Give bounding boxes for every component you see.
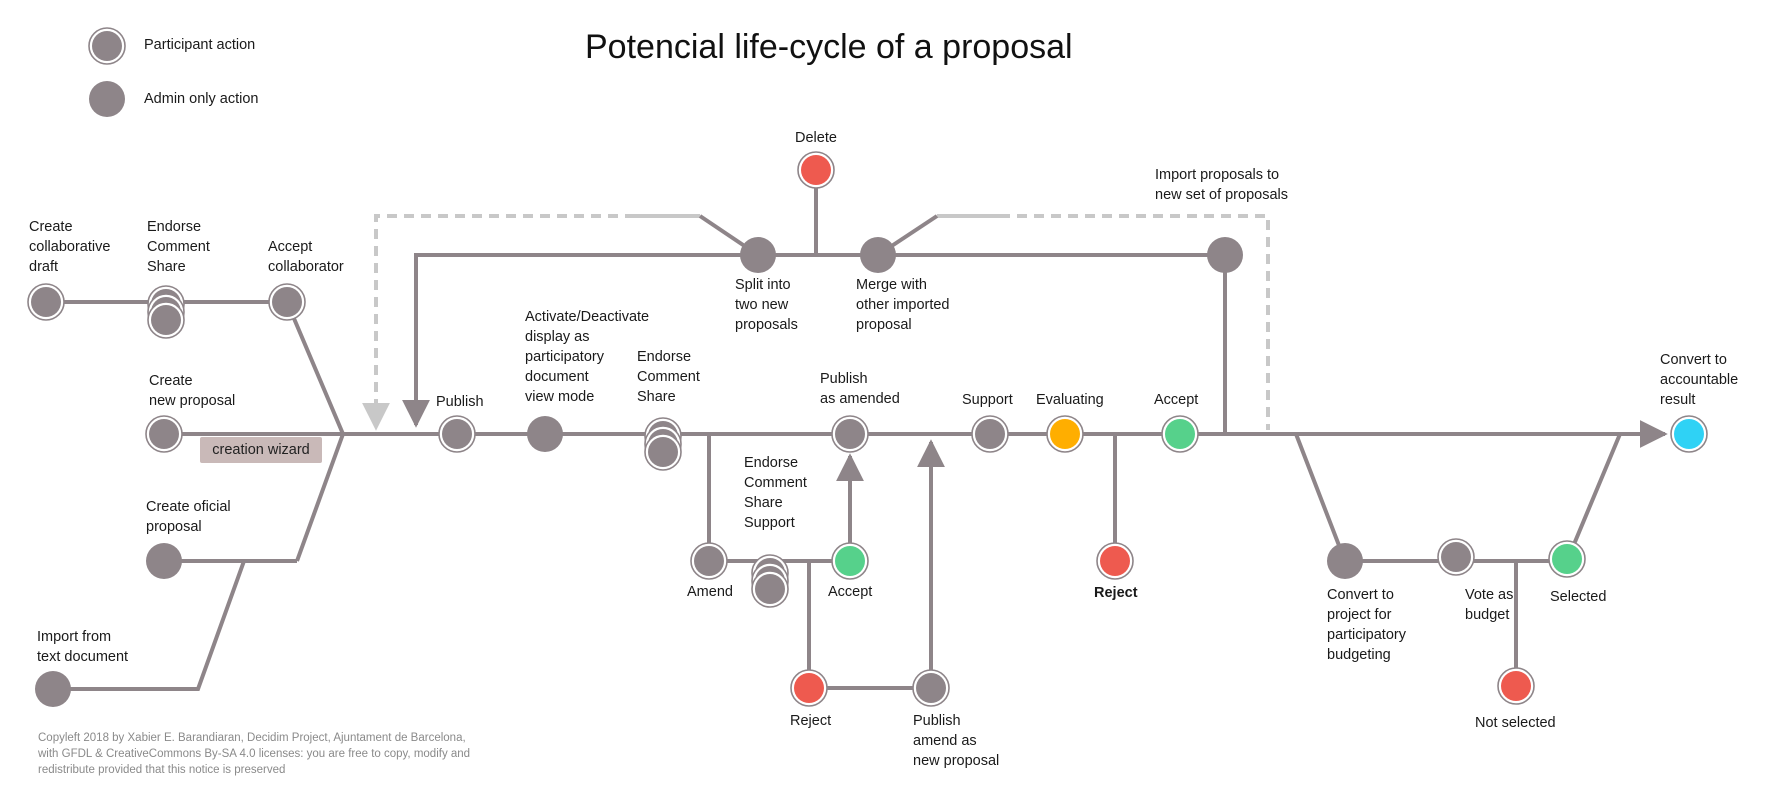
node-support (971, 415, 1009, 453)
node-create-collaborative-draft (27, 283, 65, 321)
node-convert-accountable-result (1670, 415, 1708, 453)
label-vote-budget: Vote as budget (1465, 587, 1514, 623)
creation-wizard-badge: creation wizard (200, 437, 322, 463)
label-split: Split into two new proposals (735, 277, 798, 333)
node-selected (1548, 540, 1586, 578)
label-reject-amend: Reject (790, 713, 832, 729)
legend-participant-node (88, 27, 126, 65)
node-not-selected (1497, 667, 1535, 705)
label-endorse-amend: Endorse Comment Share Support (744, 455, 807, 531)
label-selected: Selected (1550, 589, 1607, 605)
node-delete (797, 151, 835, 189)
node-reject-main (1096, 542, 1134, 580)
legend-participant-label: Participant action (144, 37, 256, 53)
label-merge: Merge with other imported proposal (856, 277, 950, 333)
label-endorse-top: Endorse Comment Share (147, 219, 210, 275)
label-accept-collaborator: Accept collaborator (268, 239, 344, 275)
node-endorse-main-2 (644, 433, 682, 471)
legend-admin-label: Admin only action (144, 91, 259, 107)
node-endorse-top-2 (147, 301, 185, 339)
label-evaluating: Evaluating (1036, 392, 1104, 408)
node-accept-collaborator (268, 283, 306, 321)
copyright-footer: Copyleft 2018 by Xabier E. Barandiaran, … (38, 732, 471, 776)
node-endorse-amend-2 (751, 570, 789, 608)
node-publish-amend-new-proposal (912, 669, 950, 707)
node-activate-display (527, 416, 563, 452)
node-evaluating (1046, 415, 1084, 453)
label-amend: Amend (687, 584, 733, 600)
label-import-text-document: Import from text document (37, 629, 129, 665)
node-amend (690, 542, 728, 580)
label-publish-amend-new-proposal: Publish amend as new proposal (913, 713, 1000, 769)
node-import-text-document (35, 671, 71, 707)
label-not-selected: Not selected (1475, 715, 1556, 731)
node-merge (860, 237, 896, 273)
node-reject-amend (790, 669, 828, 707)
node-accept-amend (831, 542, 869, 580)
label-activate-deactivate: Activate/Deactivate display as participa… (525, 309, 650, 405)
label-publish: Publish (436, 394, 484, 410)
import-loop-dashed (362, 214, 1270, 431)
label-import-proposals: Import proposals to new set of proposals (1155, 167, 1288, 203)
node-convert-project-budgeting (1327, 543, 1363, 579)
label-convert-accountable-result: Convert to accountable result (1660, 352, 1739, 408)
node-create-official-proposal (146, 543, 182, 579)
label-accept-amend: Accept (828, 584, 873, 600)
node-accept-main (1161, 415, 1199, 453)
nodes-layer (27, 27, 1708, 707)
label-create-collaborative-draft: Create collaborative draft (29, 219, 111, 275)
node-create-new-proposal (145, 415, 183, 453)
label-support: Support (962, 392, 1013, 408)
label-convert-project-budgeting: Convert to project for participatory bud… (1327, 587, 1406, 663)
label-create-new-proposal: Create new proposal (149, 373, 236, 409)
label-delete: Delete (795, 130, 837, 146)
label-publish-amended: Publish as amended (820, 371, 900, 407)
label-endorse-main: Endorse Comment Share (637, 349, 700, 405)
node-split (740, 237, 776, 273)
legend-admin-node (89, 81, 125, 117)
diagram-title: Potencial life-cycle of a proposal (585, 28, 1073, 66)
node-import-proposals (1207, 237, 1243, 273)
label-accept-main: Accept (1154, 392, 1199, 408)
label-create-official-proposal: Create oficial proposal (146, 499, 231, 535)
node-publish (438, 415, 476, 453)
label-reject-main: Reject (1094, 585, 1138, 601)
node-publish-amended (831, 415, 869, 453)
node-vote-budget (1437, 538, 1475, 576)
